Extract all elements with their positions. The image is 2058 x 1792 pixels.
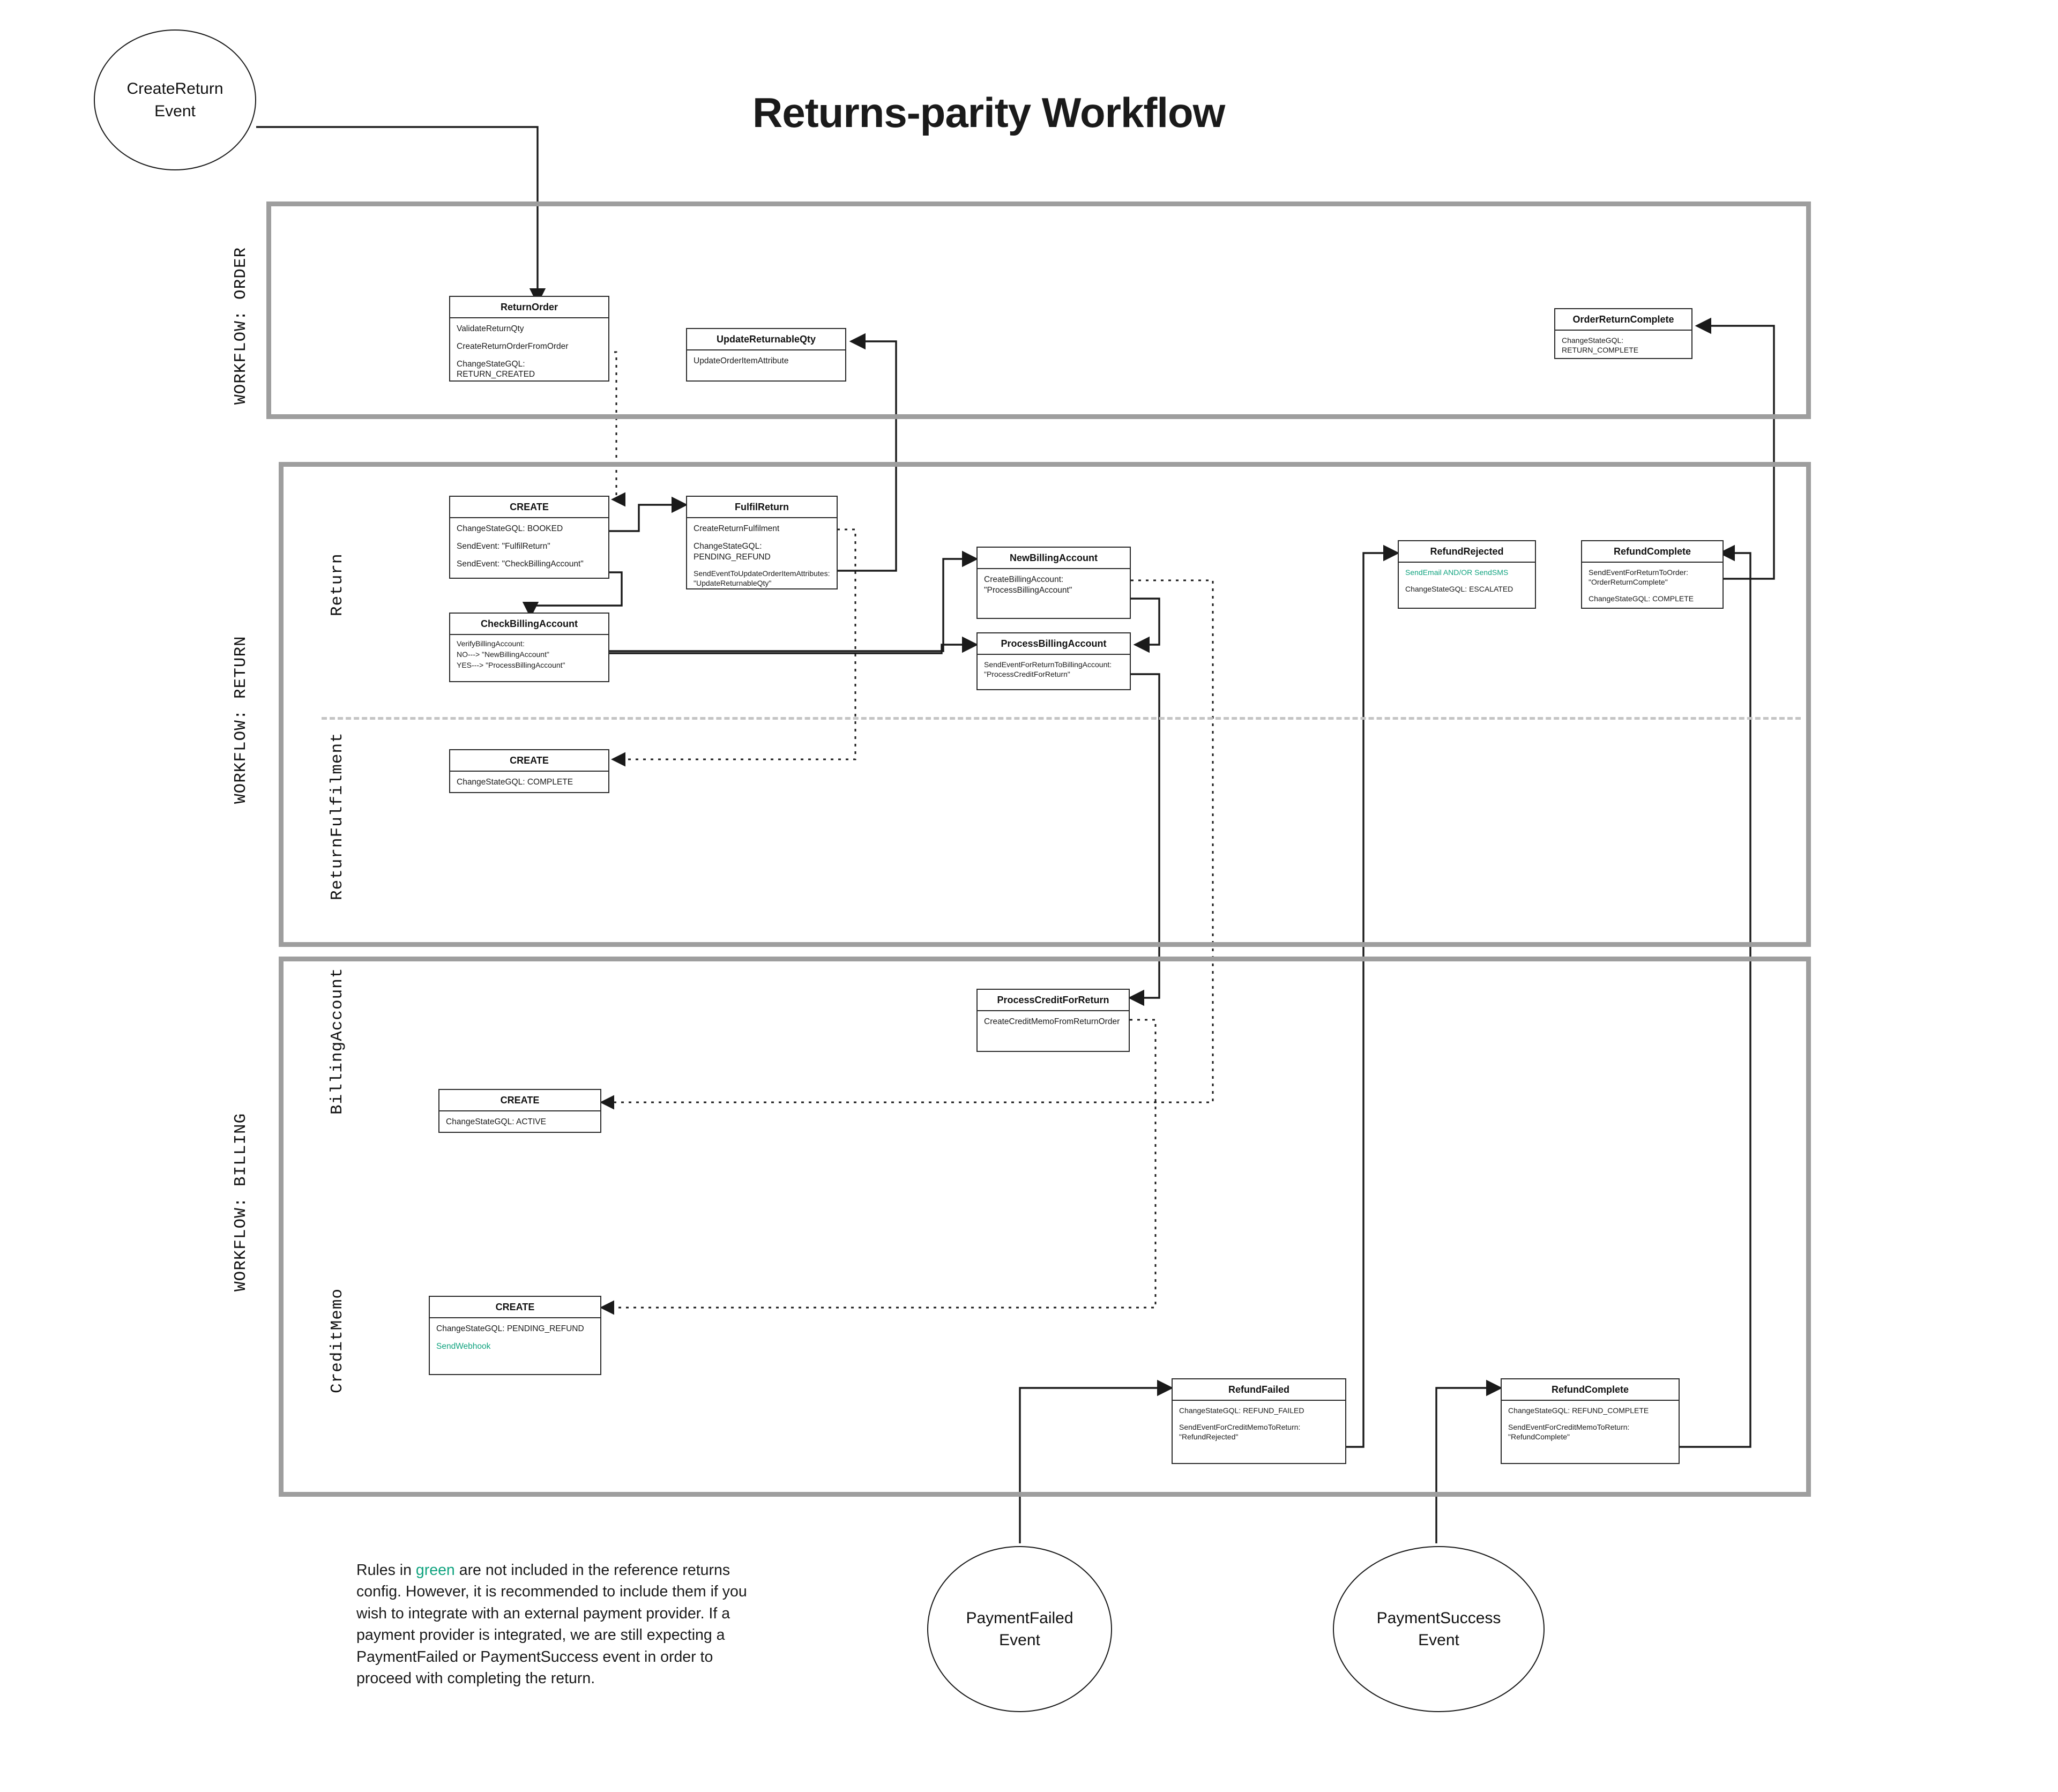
node-header: ProcessBillingAccount: [978, 633, 1130, 655]
lane-label-creditmemo: CreditMemo: [328, 1288, 347, 1393]
node-rule: UpdateOrderItemAttribute: [694, 356, 789, 365]
node-rule: SendEventForReturnToBillingAccount: "Pro…: [984, 660, 1112, 678]
node-check-billing-account[interactable]: CheckBillingAccount VerifyBillingAccount…: [449, 613, 609, 682]
node-new-billing-account[interactable]: NewBillingAccount CreateBillingAccount: …: [976, 547, 1131, 619]
node-billing-account-create[interactable]: CREATE ChangeStateGQL: ACTIVE: [438, 1089, 601, 1133]
node-rule: CreateCreditMemoFromReturnOrder: [984, 1017, 1120, 1026]
node-header: CREATE: [439, 1090, 600, 1111]
node-rule: CreateBillingAccount: "ProcessBillingAcc…: [984, 575, 1072, 595]
pool-label-billing: WORKFLOW: BILLING: [232, 1112, 250, 1291]
node-body: SendEventForReturnToOrder: "OrderReturnC…: [1582, 563, 1723, 608]
node-header: UpdateReturnableQty: [687, 329, 845, 350]
node-header: CREATE: [450, 750, 608, 772]
node-header: NewBillingAccount: [978, 548, 1130, 569]
node-return-refund-complete[interactable]: RefundComplete SendEventForReturnToOrder…: [1581, 540, 1724, 609]
node-rule-green: SendWebhook: [436, 1341, 491, 1351]
node-header: CREATE: [430, 1297, 600, 1318]
node-body: CreateBillingAccount: "ProcessBillingAcc…: [978, 569, 1130, 600]
node-body: ChangeStateGQL: RETURN_COMPLETE: [1555, 331, 1691, 360]
node-rule: SendEventForReturnToOrder: "OrderReturnC…: [1589, 568, 1688, 586]
legend-prefix: Rules in: [356, 1562, 416, 1579]
node-rule: YES---> "ProcessBillingAccount": [457, 660, 565, 669]
pool-label-return: WORKFLOW: RETURN: [232, 636, 250, 804]
node-body: CreateCreditMemoFromReturnOrder: [978, 1011, 1129, 1032]
node-rule: ChangeStateGQL: COMPLETE: [1589, 594, 1694, 603]
node-process-credit-for-return[interactable]: ProcessCreditForReturn CreateCreditMemoF…: [976, 989, 1130, 1052]
node-header: CheckBillingAccount: [450, 614, 608, 635]
node-return-fulfilment-create[interactable]: CREATE ChangeStateGQL: COMPLETE: [449, 749, 609, 793]
node-header: RefundComplete: [1502, 1379, 1679, 1401]
node-header: CREATE: [450, 497, 608, 518]
legend-suffix: are not included in the reference return…: [356, 1562, 747, 1688]
pool-label-order: WORKFLOW: ORDER: [232, 247, 250, 405]
node-update-returnable-qty[interactable]: UpdateReturnableQty UpdateOrderItemAttri…: [686, 328, 846, 382]
node-body: SendEventForReturnToBillingAccount: "Pro…: [978, 655, 1130, 684]
lane-label-returnfulfilment: ReturnFulfilment: [328, 732, 347, 900]
node-credit-memo-create[interactable]: CREATE ChangeStateGQL: PENDING_REFUND Se…: [429, 1296, 601, 1375]
node-rule: SendEventToUpdateOrderItemAttributes: "U…: [694, 569, 830, 588]
node-refund-failed[interactable]: RefundFailed ChangeStateGQL: REFUND_FAIL…: [1172, 1378, 1346, 1464]
node-header: RefundComplete: [1582, 541, 1723, 563]
pool-order: [266, 201, 1811, 419]
node-header: ProcessCreditForReturn: [978, 990, 1129, 1011]
node-return-order[interactable]: ReturnOrder ValidateReturnQty CreateRetu…: [449, 296, 609, 382]
page-title: Returns-parity Workflow: [752, 89, 1225, 136]
lane-label-return: Return: [328, 553, 347, 616]
node-fulfil-return[interactable]: FulfilReturn CreateReturnFulfilment Chan…: [686, 496, 838, 589]
node-order-return-complete[interactable]: OrderReturnComplete ChangeStateGQL: RETU…: [1554, 308, 1692, 359]
node-body: ValidateReturnQty CreateReturnOrderFromO…: [450, 318, 608, 384]
pool-return: [279, 462, 1811, 947]
node-body: ChangeStateGQL: PENDING_REFUND SendWebho…: [430, 1318, 600, 1356]
node-rule: ValidateReturnQty: [457, 324, 524, 333]
legend-note: Rules in green are not included in the r…: [356, 1559, 756, 1690]
node-body: ChangeStateGQL: COMPLETE: [450, 772, 608, 792]
node-header: RefundFailed: [1173, 1379, 1345, 1401]
lane-divider-return: [322, 717, 1801, 720]
node-header: FulfilReturn: [687, 497, 837, 518]
node-rule: ChangeStateGQL: BOOKED: [457, 524, 563, 533]
node-header: RefundRejected: [1399, 541, 1535, 563]
node-body: CreateReturnFulfilment ChangeStateGQL: P…: [687, 518, 837, 593]
node-rule: ChangeStateGQL: ACTIVE: [446, 1117, 546, 1126]
node-body: ChangeStateGQL: ACTIVE: [439, 1111, 600, 1132]
node-rule: ChangeStateGQL: PENDING_REFUND: [694, 541, 771, 562]
node-process-billing-account[interactable]: ProcessBillingAccount SendEventForReturn…: [976, 632, 1131, 690]
node-rule: ChangeStateGQL: REFUND_COMPLETE: [1508, 1406, 1649, 1415]
node-rule: CreateReturnOrderFromOrder: [457, 341, 569, 351]
node-rule: ChangeStateGQL: PENDING_REFUND: [436, 1324, 584, 1333]
node-rule: ChangeStateGQL: ESCALATED: [1405, 584, 1513, 593]
node-body: ChangeStateGQL: BOOKED SendEvent: "Fulfi…: [450, 518, 608, 573]
node-refund-rejected[interactable]: RefundRejected SendEmail AND/OR SendSMS …: [1398, 540, 1536, 609]
node-rule: ChangeStateGQL: COMPLETE: [457, 778, 573, 787]
node-rule: ChangeStateGQL: RETURN_COMPLETE: [1562, 336, 1639, 354]
node-rule: VerifyBillingAccount:: [457, 639, 525, 648]
node-header: ReturnOrder: [450, 297, 608, 318]
pool-billing: [279, 957, 1811, 1497]
node-rule: CreateReturnFulfilment: [694, 524, 780, 533]
node-body: ChangeStateGQL: REFUND_FAILED SendEventF…: [1173, 1401, 1345, 1446]
legend-green-word: green: [415, 1562, 455, 1579]
node-rule: ChangeStateGQL: REFUND_FAILED: [1179, 1406, 1304, 1415]
node-rule: SendEventForCreditMemoToReturn: "RefundR…: [1179, 1422, 1301, 1441]
node-rule: SendEvent: "FulfilReturn": [457, 541, 550, 551]
node-body: UpdateOrderItemAttribute: [687, 350, 845, 371]
node-header: OrderReturnComplete: [1555, 309, 1691, 331]
node-return-create[interactable]: CREATE ChangeStateGQL: BOOKED SendEvent:…: [449, 496, 609, 579]
node-rule: ChangeStateGQL: RETURN_CREATED: [457, 359, 535, 379]
lane-label-billingaccount: BillingAccount: [328, 967, 347, 1115]
node-rule: SendEventForCreditMemoToReturn: "RefundC…: [1508, 1422, 1630, 1441]
node-body: VerifyBillingAccount: NO---> "NewBilling…: [450, 635, 608, 675]
node-rule: NO---> "NewBillingAccount": [457, 649, 549, 659]
node-rule-green: SendEmail AND/OR SendSMS: [1405, 568, 1509, 577]
node-rule: SendEvent: "CheckBillingAccount": [457, 559, 584, 569]
node-body: ChangeStateGQL: REFUND_COMPLETE SendEven…: [1502, 1401, 1679, 1446]
node-credit-memo-refund-complete[interactable]: RefundComplete ChangeStateGQL: REFUND_CO…: [1501, 1378, 1680, 1464]
node-body: SendEmail AND/OR SendSMS ChangeStateGQL:…: [1399, 563, 1535, 599]
